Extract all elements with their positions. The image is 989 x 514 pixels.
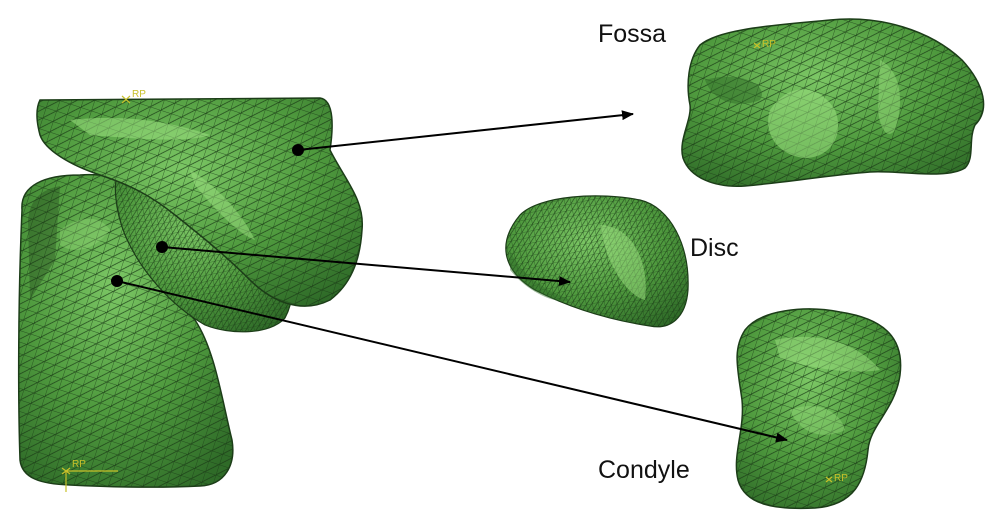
- rp-marker-condyle: RP: [834, 474, 848, 484]
- fossa-part: [682, 19, 984, 186]
- fossa-arrow: [298, 114, 633, 150]
- rp-marker-fossa: RP: [762, 40, 776, 50]
- disc-part: [506, 196, 688, 327]
- disc-label: Disc: [690, 236, 739, 261]
- condyle-label: Condyle: [598, 458, 690, 483]
- condyle-part: [736, 309, 900, 508]
- rp-marker-assembly-top: RP: [132, 90, 146, 100]
- rp-marker-assembly-bottom: RP: [72, 460, 86, 470]
- assembled-model: [19, 98, 363, 487]
- fossa-label: Fossa: [598, 22, 666, 47]
